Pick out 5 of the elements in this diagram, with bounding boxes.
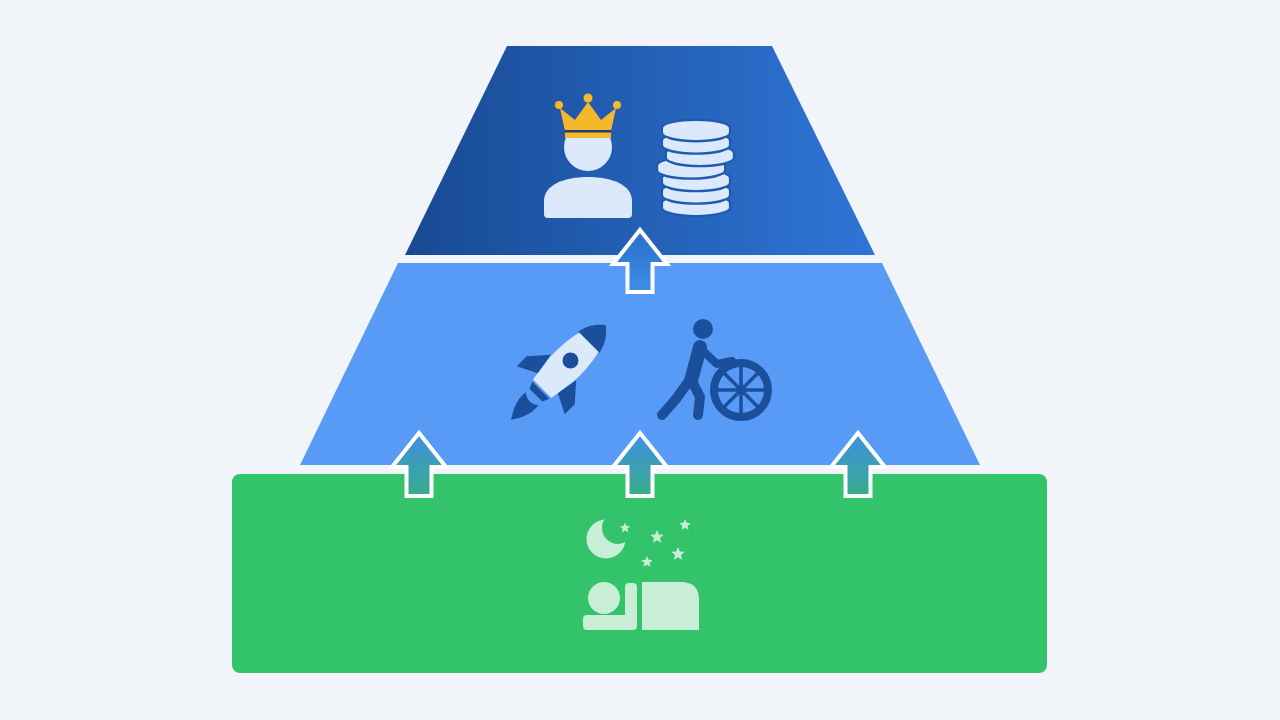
foundation-block: [232, 474, 1047, 673]
block-arrow: [387, 429, 451, 498]
block-arrow: [826, 429, 890, 498]
block-arrow: [608, 429, 672, 498]
block-arrow: [608, 226, 672, 294]
